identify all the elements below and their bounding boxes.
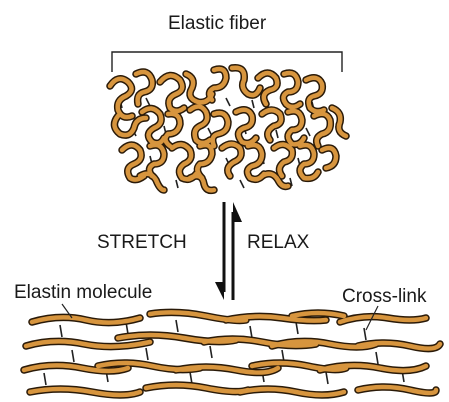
relax-arrow-up	[231, 202, 242, 300]
elastic-fiber-label: Elastic fiber	[168, 13, 267, 34]
elastin-molecule-leader	[61, 303, 73, 319]
cross-link-label: Cross-link	[342, 286, 427, 307]
elastic-fiber-bracket	[111, 51, 343, 72]
elastic-fiber-coils	[106, 64, 350, 195]
relax-label: RELAX	[247, 232, 310, 253]
stretch-arrow-down	[215, 202, 226, 300]
elastin-molecule-label: Elastin molecule	[14, 282, 153, 303]
cross-link-leader	[365, 305, 379, 331]
stretch-label: STRETCH	[97, 232, 187, 253]
stretched-elastin-molecules	[20, 308, 444, 399]
stretch-relax-arrows	[215, 202, 242, 300]
stretched-cross-links	[43, 319, 405, 386]
